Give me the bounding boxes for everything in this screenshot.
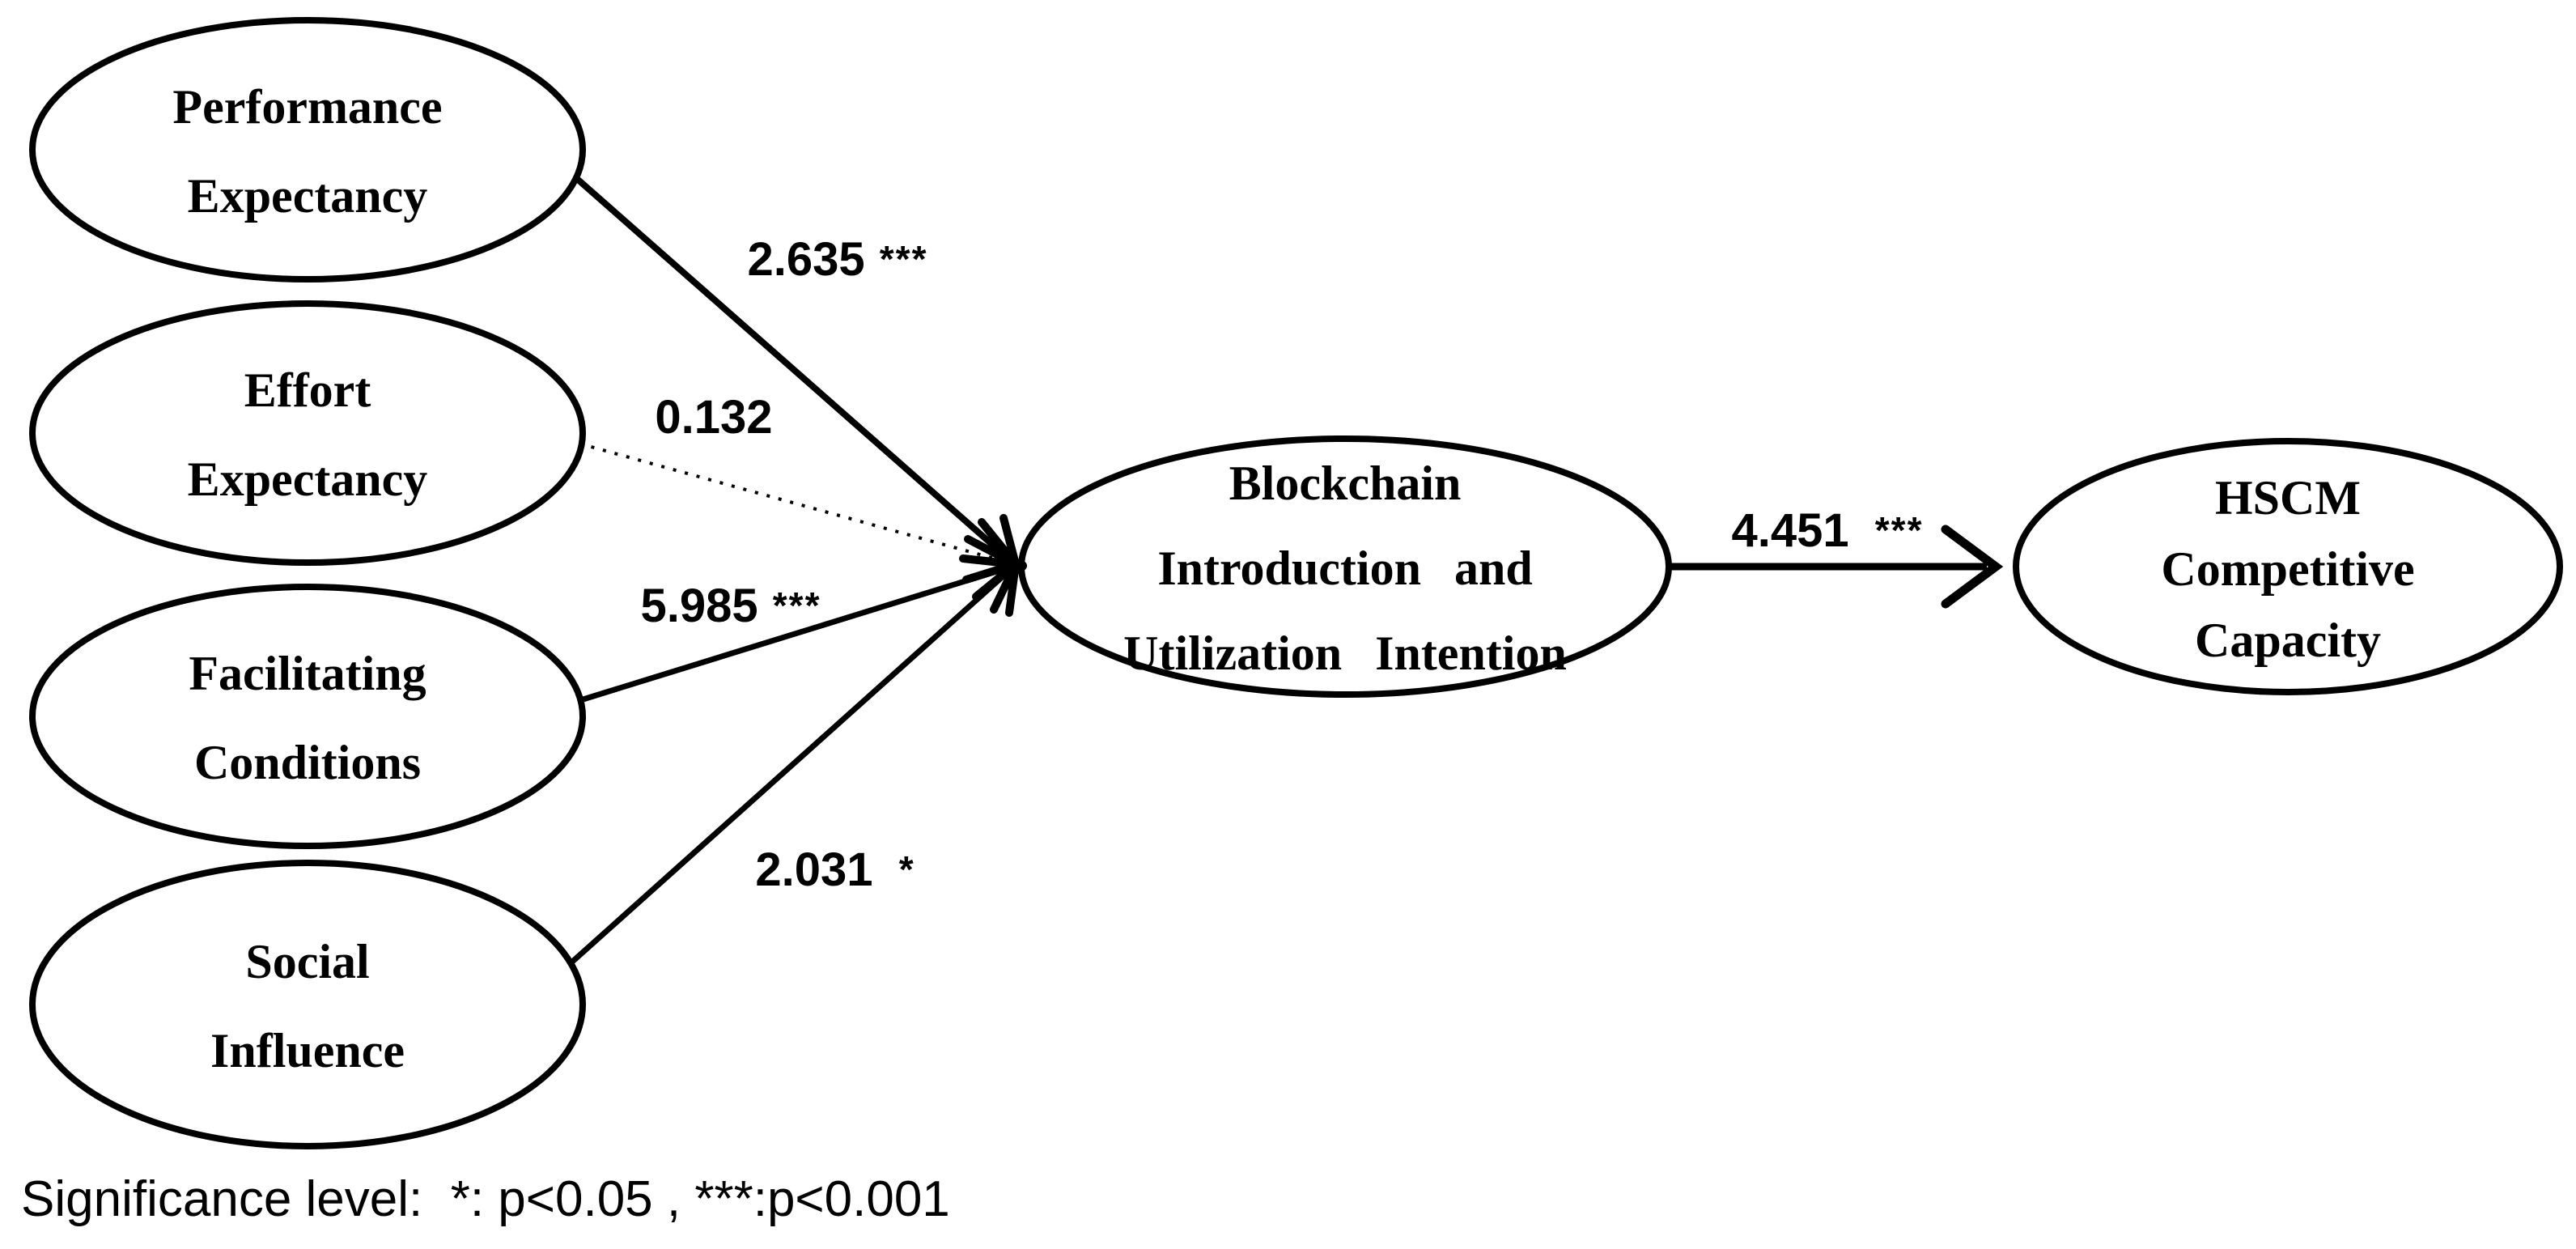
hscm-competitive-capacity-ellipse bbox=[2013, 438, 2563, 695]
node-label-line: Competitive bbox=[2161, 542, 2414, 596]
node-hscm-competitive-capacity: HSCM Competitive Capacity bbox=[2013, 438, 2563, 695]
node-label-line: Effort bbox=[244, 363, 371, 417]
edge-label: 5.985 *** bbox=[641, 580, 821, 632]
edge-label: 0.132 bbox=[655, 391, 772, 444]
node-label-line: Blockchain bbox=[1229, 457, 1462, 510]
edge-label: 2.635 *** bbox=[748, 233, 928, 286]
node-label-line: Performance bbox=[172, 80, 442, 134]
edge-social-to-intention: 2.031 * bbox=[568, 569, 1011, 966]
performance-expectancy-ellipse bbox=[29, 17, 586, 283]
node-label-line: Expectancy bbox=[188, 452, 428, 506]
node-label-line: HSCM bbox=[2215, 471, 2361, 525]
social-influence-ellipse bbox=[29, 860, 586, 1149]
node-label-line: Introduction and bbox=[1157, 542, 1532, 595]
node-label-line: Utilization Intention bbox=[1123, 627, 1567, 680]
node-social-influence: Social Influence bbox=[29, 860, 586, 1149]
node-label-line: Social bbox=[245, 935, 369, 988]
arrowhead-chevron-icon bbox=[1941, 525, 2004, 609]
edge-label: 2.031 * bbox=[755, 843, 915, 896]
node-label-line: Expectancy bbox=[188, 169, 428, 223]
edge-line-solid bbox=[574, 175, 1012, 563]
node-label-line: Capacity bbox=[2195, 614, 2381, 667]
edge-performance-to-intention: 2.635 *** bbox=[574, 175, 1012, 563]
node-facilitating-conditions: Facilitating Conditions bbox=[29, 584, 586, 849]
edge-line-dotted bbox=[579, 442, 1007, 563]
effort-expectancy-ellipse bbox=[29, 300, 586, 566]
significance-note: Significance level: *: p<0.05 , ***:p<0.… bbox=[21, 1171, 950, 1227]
node-effort-expectancy: Effort Expectancy bbox=[29, 300, 586, 566]
facilitating-conditions-ellipse bbox=[29, 584, 586, 849]
edge-effort-to-intention: 0.132 bbox=[579, 391, 1007, 563]
node-performance-expectancy: Performance Expectancy bbox=[29, 17, 586, 283]
edge-line-solid bbox=[568, 569, 1011, 966]
edge-facilitating-to-intention: 5.985 *** bbox=[576, 565, 1008, 704]
arrowhead-starburst-icon bbox=[959, 514, 1027, 617]
edge-label: 4.451 *** bbox=[1732, 504, 1924, 557]
edge-intention-to-hscm: 4.451 *** bbox=[1669, 504, 2004, 609]
node-blockchain-intention: Blockchain Introduction and Utilization … bbox=[1018, 435, 1672, 698]
node-label-line: Conditions bbox=[194, 736, 421, 789]
node-label-line: Influence bbox=[210, 1024, 405, 1077]
edge-line-solid bbox=[576, 565, 1008, 704]
node-label-line: Facilitating bbox=[189, 647, 426, 700]
